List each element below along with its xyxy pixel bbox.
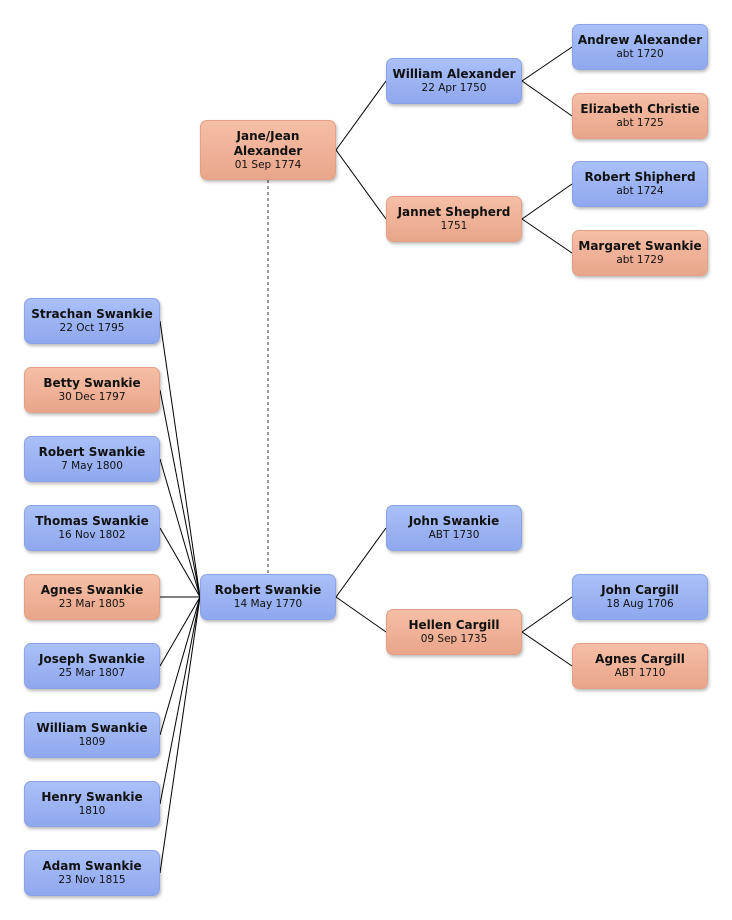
link-child-william [159,596,201,736]
child-node-agnes-swankie[interactable]: Agnes Swankie 23 Mar 1805 [24,574,160,620]
person-name: Robert Swankie [214,583,322,597]
child-node-henry-swankie[interactable]: Henry Swankie 1810 [24,781,160,827]
person-name: Strachan Swankie [31,307,153,321]
link-robert-hellen [335,596,387,633]
person-name: Betty Swankie [43,376,141,390]
person-node-john-cargill[interactable]: John Cargill 18 Aug 1706 [572,574,708,620]
link-jannet-margaret [521,218,573,254]
person-date: abt 1724 [616,185,664,197]
person-node-john-swankie[interactable]: John Swankie ABT 1730 [386,505,522,551]
link-child-betty [159,389,201,598]
person-date: 25 Mar 1807 [58,667,126,679]
person-date: 01 Sep 1774 [234,158,302,171]
person-name: Robert Shipherd [584,170,696,184]
person-node-william-alexander[interactable]: William Alexander 22 Apr 1750 [386,58,522,104]
person-name: Elizabeth Christie [580,102,700,116]
person-name: Robert Swankie [38,445,146,459]
link-child-joseph [159,596,201,667]
child-node-strachan-swankie[interactable]: Strachan Swankie 22 Oct 1795 [24,298,160,344]
person-date: 30 Dec 1797 [58,391,126,403]
link-child-adam [159,596,201,874]
person-date: 23 Mar 1805 [58,598,126,610]
person-name: Hellen Cargill [408,618,500,632]
link-child-robert [159,458,201,598]
person-name: William Alexander [392,67,516,81]
person-name: Jannet Shepherd [397,205,511,219]
link-william-elizabeth [521,80,573,117]
person-node-elizabeth-christie[interactable]: Elizabeth Christie abt 1725 [572,93,708,139]
person-name: Henry Swankie [41,790,143,804]
person-date: 09 Sep 1735 [420,633,488,645]
person-date: ABT 1730 [428,529,480,541]
person-name: John Cargill [601,583,679,597]
person-date: abt 1729 [616,254,664,266]
person-node-jannet-shepherd[interactable]: Jannet Shepherd 1751 [386,196,522,242]
person-name: Jane/Jean Alexander [233,128,303,158]
person-name: William Swankie [36,721,148,735]
link-hellen-johncargill [521,596,573,633]
person-date: 7 May 1800 [61,460,123,472]
link-jane-jannet [335,149,387,220]
person-date: ABT 1710 [614,667,666,679]
person-name: Joseph Swankie [39,652,145,666]
link-jane-william [335,80,387,151]
child-node-adam-swankie[interactable]: Adam Swankie 23 Nov 1815 [24,850,160,896]
child-node-betty-swankie[interactable]: Betty Swankie 30 Dec 1797 [24,367,160,413]
person-node-jane-alexander[interactable]: Jane/Jean Alexander 01 Sep 1774 [200,120,336,180]
person-node-andrew-alexander[interactable]: Andrew Alexander abt 1720 [572,24,708,70]
child-node-joseph-swankie[interactable]: Joseph Swankie 25 Mar 1807 [24,643,160,689]
link-hellen-agnescargill [521,631,573,667]
child-node-william-swankie[interactable]: William Swankie 1809 [24,712,160,758]
person-name: Adam Swankie [42,859,142,873]
person-date: abt 1725 [616,117,664,129]
link-child-thomas [159,527,201,598]
link-child-strachan [159,320,201,598]
person-date: 1810 [78,805,106,817]
person-node-hellen-cargill[interactable]: Hellen Cargill 09 Sep 1735 [386,609,522,655]
child-node-thomas-swankie[interactable]: Thomas Swankie 16 Nov 1802 [24,505,160,551]
person-node-robert-shipherd[interactable]: Robert Shipherd abt 1724 [572,161,708,207]
link-jannet-robert [521,183,573,220]
person-date: 23 Nov 1815 [58,874,126,886]
link-child-henry [159,596,201,805]
person-name: John Swankie [408,514,500,528]
person-name: Margaret Swankie [578,239,702,253]
child-node-robert-swankie[interactable]: Robert Swankie 7 May 1800 [24,436,160,482]
person-name: Thomas Swankie [35,514,149,528]
link-robert-john [335,527,387,598]
person-name: Agnes Swankie [40,583,144,597]
person-name: Agnes Cargill [595,652,685,666]
person-date: 1809 [78,736,106,748]
person-date: abt 1720 [616,48,664,60]
person-date: 14 May 1770 [233,598,303,610]
person-date: 18 Aug 1706 [606,598,674,610]
person-node-margaret-swankie[interactable]: Margaret Swankie abt 1729 [572,230,708,276]
person-date: 22 Oct 1795 [59,322,125,334]
person-node-robert-swankie-focus[interactable]: Robert Swankie 14 May 1770 [200,574,336,620]
person-name: Andrew Alexander [577,33,703,47]
link-william-andrew [521,46,573,82]
person-date: 16 Nov 1802 [58,529,126,541]
person-date: 22 Apr 1750 [421,82,487,94]
person-node-agnes-cargill[interactable]: Agnes Cargill ABT 1710 [572,643,708,689]
person-date: 1751 [440,220,468,232]
